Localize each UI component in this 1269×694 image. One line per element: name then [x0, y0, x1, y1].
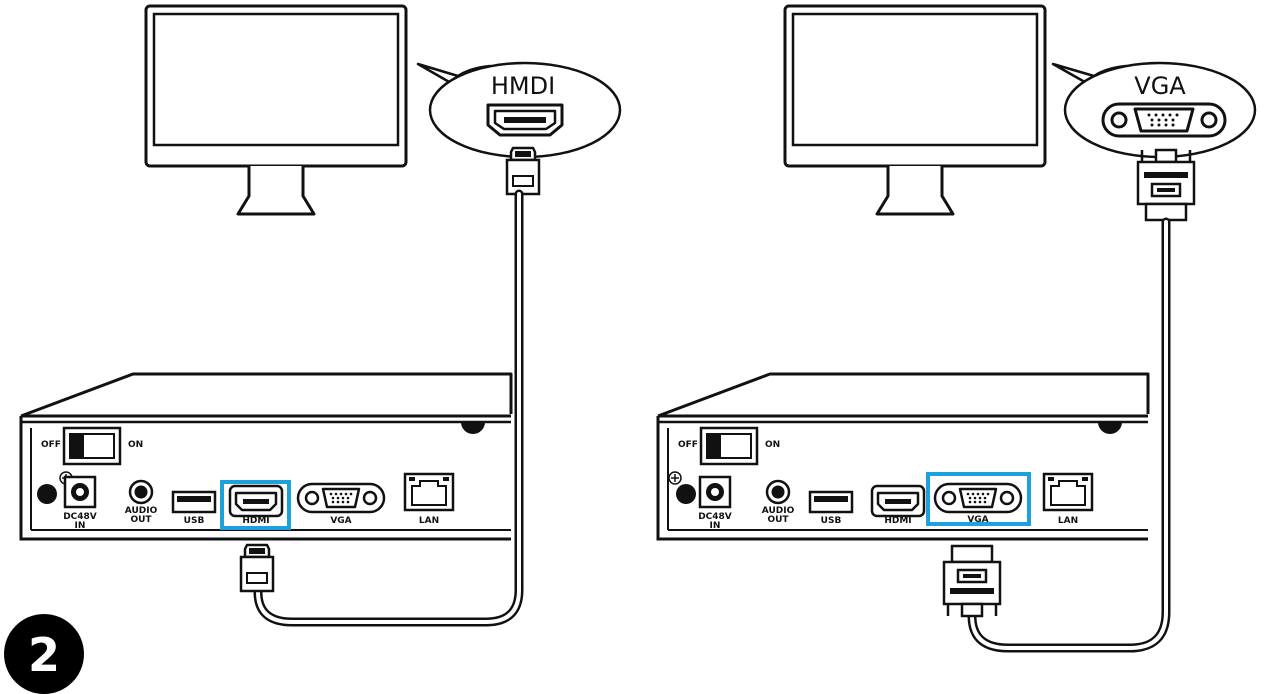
nvr-recorder: OFF ON DC48V IN AUDIO OUT USB HDMI VGA L…: [19, 372, 513, 541]
hdmi-setup-panel: HMDI OFF ON DC48V IN: [19, 4, 622, 627]
hdmi-port-icon: [486, 103, 564, 137]
hdmi-connector-icon: [239, 543, 275, 593]
vga-label: VGA: [330, 516, 351, 526]
hdmi-label: HDMI: [242, 516, 269, 526]
monitor-icon: [144, 4, 408, 216]
lan-label: LAN: [419, 516, 439, 526]
dc-power-jack[interactable]: [63, 475, 97, 509]
dc-label-2: IN: [75, 521, 86, 531]
usb-port[interactable]: [171, 490, 217, 514]
hdmi-port[interactable]: [228, 484, 284, 518]
vga-bubble-label: VGA: [1134, 72, 1186, 100]
usb-label: USB: [821, 516, 842, 526]
usb-port[interactable]: [808, 490, 854, 514]
power-switch[interactable]: [62, 426, 122, 466]
vga-highlight-box: [926, 472, 1031, 526]
audio-out-jack[interactable]: [765, 479, 791, 505]
lan-label: LAN: [1058, 516, 1078, 526]
ground-icon: [668, 471, 682, 485]
audio-out-jack[interactable]: [128, 479, 154, 505]
power-switch[interactable]: [699, 426, 759, 466]
lan-port[interactable]: [1042, 472, 1094, 512]
dc-label-1: DC48V: [698, 512, 732, 522]
vga-callout-bubble: VGA: [1051, 61, 1257, 159]
vga-port-icon: [1101, 102, 1227, 138]
audio-label-2: OUT: [767, 515, 789, 525]
hdmi-highlight-box: [220, 480, 291, 530]
vga-label: VGA: [967, 515, 988, 525]
vga-connector-icon: [1136, 148, 1196, 222]
vga-setup-panel: VGA OFF ON: [656, 4, 1257, 653]
step-badge: 2: [4, 614, 84, 694]
dc-power-jack[interactable]: [698, 475, 732, 509]
hdmi-connector-icon: [505, 146, 541, 196]
audio-label-1: AUDIO: [762, 506, 795, 516]
usb-label: USB: [184, 516, 205, 526]
vga-connector-icon: [942, 544, 1002, 618]
switch-off-label: OFF: [678, 440, 698, 450]
switch-off-label: OFF: [41, 440, 61, 450]
audio-label-2: OUT: [130, 515, 152, 525]
vga-port[interactable]: [933, 482, 1023, 514]
audio-label-1: AUDIO: [125, 506, 158, 516]
monitor-icon: [783, 4, 1047, 216]
vga-port[interactable]: [296, 482, 386, 514]
dc-label-2: IN: [710, 521, 721, 531]
switch-on-label: ON: [128, 440, 143, 450]
nvr-recorder: OFF ON DC48V IN AUDIO OUT USB HDMI VGA L…: [656, 372, 1150, 541]
hdmi-bubble-label: HMDI: [491, 72, 555, 100]
hdmi-label: HDMI: [884, 516, 911, 526]
switch-on-label: ON: [765, 440, 780, 450]
hdmi-callout-bubble: HMDI: [416, 61, 622, 159]
lan-port[interactable]: [403, 472, 455, 512]
step-number: 2: [28, 628, 60, 682]
hdmi-port[interactable]: [870, 484, 926, 518]
dc-label-1: DC48V: [63, 512, 97, 522]
